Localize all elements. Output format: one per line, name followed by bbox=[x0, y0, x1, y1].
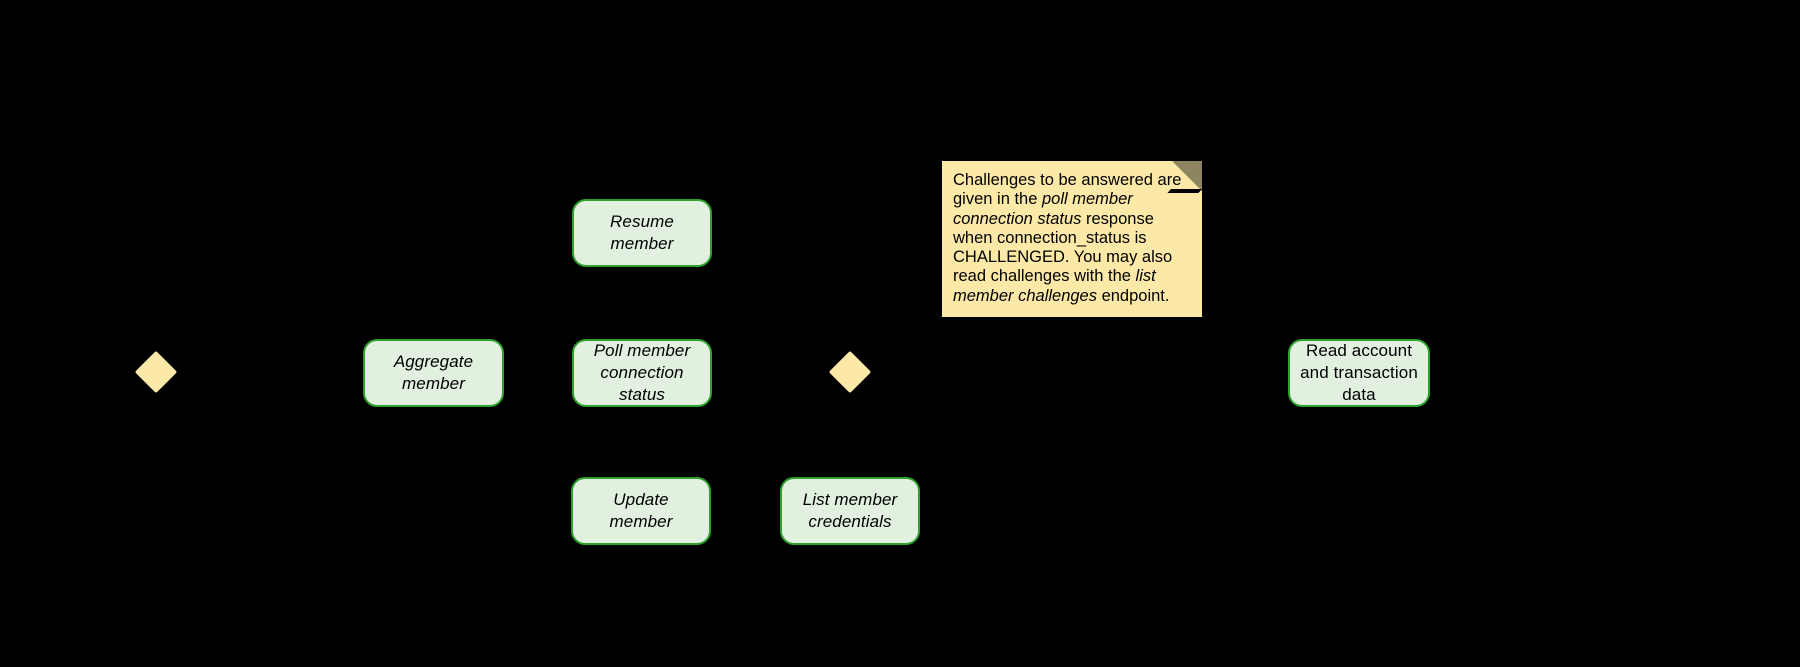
sticky-note[interactable]: Challenges to be answered are given in t… bbox=[942, 161, 1202, 317]
node-label: Update member bbox=[609, 490, 673, 531]
node-aggregate-member[interactable]: Aggregate member bbox=[363, 339, 504, 407]
decision-diamond-decision-right[interactable] bbox=[828, 350, 872, 394]
node-list-member-credentials[interactable]: List member credentials bbox=[780, 477, 920, 545]
node-update-member[interactable]: Update member bbox=[571, 477, 711, 545]
node-resume-member[interactable]: Resume member bbox=[572, 199, 712, 267]
node-label: Aggregate member bbox=[393, 352, 474, 393]
node-read-account-and-transaction-data[interactable]: Read account and transaction data bbox=[1288, 339, 1430, 407]
node-label: Poll member connection status bbox=[593, 341, 691, 404]
sticky-note-fold-edge bbox=[1167, 189, 1202, 193]
node-poll-member-connection-status[interactable]: Poll member connection status bbox=[572, 339, 712, 407]
node-label: Read account and transaction data bbox=[1300, 341, 1418, 404]
node-label: Resume member bbox=[610, 212, 674, 253]
node-label: List member credentials bbox=[802, 490, 898, 531]
sticky-note-fold-icon bbox=[1172, 161, 1202, 191]
sticky-note-text: Challenges to be answered are given in t… bbox=[953, 171, 1182, 305]
decision-diamond-decision-left[interactable] bbox=[134, 350, 178, 394]
